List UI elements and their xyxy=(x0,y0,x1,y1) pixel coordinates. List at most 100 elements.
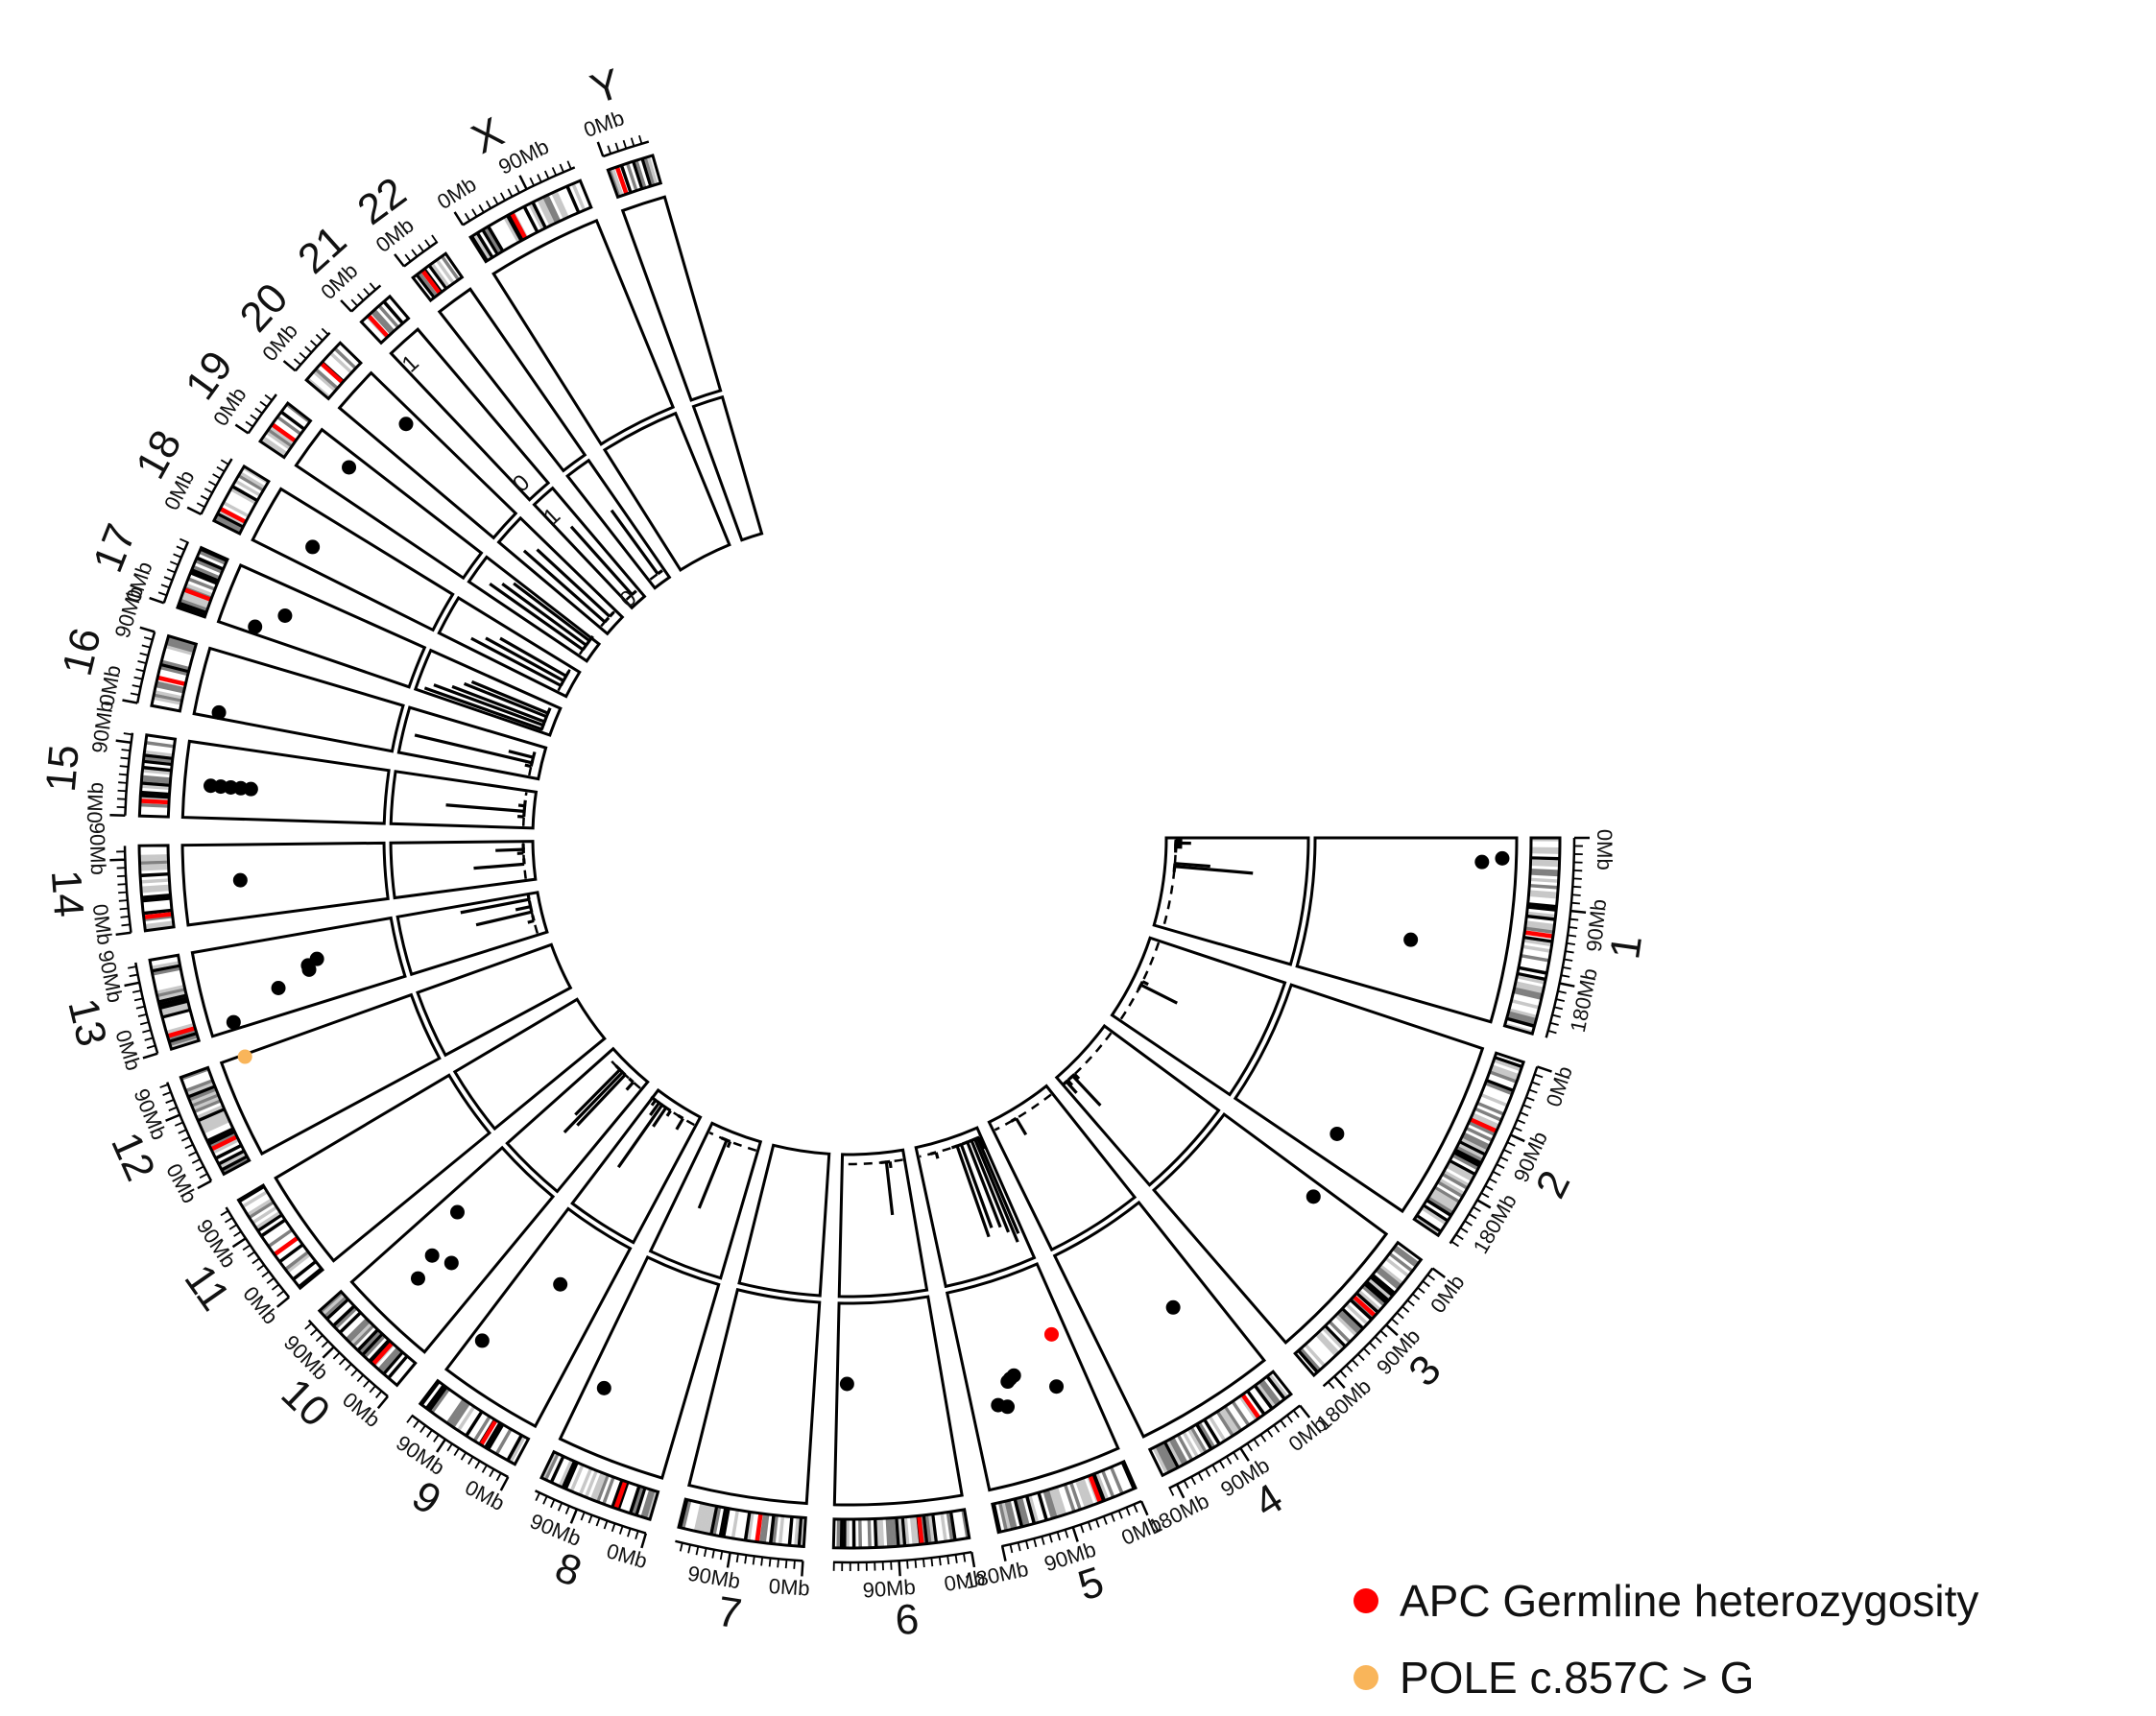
mutation-point xyxy=(244,782,258,797)
tick-mark xyxy=(487,201,491,208)
tick-mark xyxy=(1564,960,1572,962)
tick-mark xyxy=(490,1469,493,1477)
mutation-track-cell xyxy=(252,489,452,630)
tick-mark xyxy=(200,1174,207,1178)
segment-foot xyxy=(658,570,662,573)
tick-mark xyxy=(688,1545,690,1554)
tick-mark xyxy=(1185,1481,1188,1489)
tick-mark xyxy=(284,361,296,370)
segment-track-cell xyxy=(839,1150,926,1297)
tick-mark xyxy=(174,554,181,557)
ideogram-bands xyxy=(238,1185,323,1288)
tick-mark xyxy=(455,212,464,226)
tick-mark xyxy=(213,474,221,478)
tick-mark xyxy=(187,508,201,514)
chromosome-label: 8 xyxy=(549,1544,587,1597)
tick-mark xyxy=(761,1558,762,1566)
tick-mark xyxy=(1034,1538,1036,1547)
tick-mark xyxy=(142,1030,151,1032)
chromosome-label: 9 xyxy=(404,1472,449,1524)
tick-mark xyxy=(192,1159,200,1163)
tick-mark xyxy=(277,1298,289,1307)
tick-mark xyxy=(1397,1313,1403,1319)
tick-mark xyxy=(1537,1066,1551,1071)
tick-mark xyxy=(1493,1172,1500,1176)
tick-axis xyxy=(125,846,131,932)
segment-bar xyxy=(476,912,532,924)
tick-mark xyxy=(140,1022,149,1024)
apc-variant-point xyxy=(1044,1327,1059,1342)
pole-dot-icon xyxy=(1353,1665,1378,1690)
cytoband xyxy=(1522,945,1551,953)
tick-mark xyxy=(466,213,470,221)
tick-mark xyxy=(181,1137,189,1141)
tick-mark xyxy=(1206,1469,1210,1477)
tick-label: 0Mb xyxy=(1593,829,1617,870)
tick-mark xyxy=(196,1166,204,1170)
tick-mark xyxy=(169,1108,177,1110)
segment-bar xyxy=(975,1139,1018,1242)
cytoband xyxy=(843,1519,847,1548)
tick-mark xyxy=(479,204,484,212)
tick-mark xyxy=(120,766,129,767)
cytoband xyxy=(1529,884,1558,890)
mutation-point xyxy=(212,705,227,720)
tick-mark xyxy=(1380,1331,1387,1337)
tick-mark xyxy=(1561,975,1569,977)
mutation-point xyxy=(1166,1300,1181,1315)
tick-mark xyxy=(395,254,404,267)
tick-mark xyxy=(434,1435,439,1442)
mutation-point xyxy=(450,1205,465,1220)
tick-mark xyxy=(272,1284,278,1290)
tick-mark xyxy=(794,1561,795,1569)
tick-mark xyxy=(341,300,351,312)
segment-bar xyxy=(667,1110,671,1116)
tick-mark xyxy=(1329,1382,1334,1389)
tick-mark xyxy=(1234,1452,1238,1460)
tick-mark xyxy=(432,235,437,242)
tick-mark xyxy=(1042,1537,1043,1545)
segment-track-cell xyxy=(391,772,536,828)
tick-mark xyxy=(1334,1376,1345,1388)
tick-mark xyxy=(1548,1031,1557,1033)
tick-mark xyxy=(170,561,178,564)
tick-label: 90Mb xyxy=(84,822,110,875)
cytoband xyxy=(140,872,169,877)
tick-mark xyxy=(260,401,267,406)
mutation-point xyxy=(342,460,356,474)
chromosome-label: 13 xyxy=(59,994,115,1051)
tick-mark xyxy=(1126,1508,1129,1515)
tick-mark xyxy=(1010,1544,1012,1553)
tick-mark xyxy=(728,1553,731,1568)
tick-mark xyxy=(246,421,252,426)
tick-mark xyxy=(1169,1488,1173,1495)
tick-mark xyxy=(161,584,169,587)
tick-mark xyxy=(1287,1416,1292,1422)
tick-mark xyxy=(121,758,130,759)
chromosome-label: 2 xyxy=(1527,1163,1580,1205)
tick-mark xyxy=(493,197,497,204)
chromosome-label: Y xyxy=(585,60,626,113)
tick-mark xyxy=(1571,903,1580,904)
tick-mark xyxy=(497,1473,501,1481)
tick-mark xyxy=(175,1122,182,1126)
tick-mark xyxy=(122,700,137,703)
tick-mark xyxy=(136,1007,145,1009)
mutation-point xyxy=(1474,855,1489,870)
tick-mark xyxy=(358,294,364,300)
tick-mark xyxy=(257,1265,264,1270)
segment-bar xyxy=(515,907,530,910)
tick-mark xyxy=(357,1375,363,1382)
tick-mark xyxy=(1049,1535,1051,1543)
tick-mark xyxy=(545,171,549,179)
tick-mark xyxy=(1566,951,1574,952)
tick-axis xyxy=(137,632,155,703)
tick-mark xyxy=(217,467,225,472)
tick-mark xyxy=(1485,1186,1493,1190)
mutation-point xyxy=(553,1277,567,1292)
tick-mark xyxy=(1392,1319,1399,1324)
tick-mark xyxy=(252,1258,259,1263)
